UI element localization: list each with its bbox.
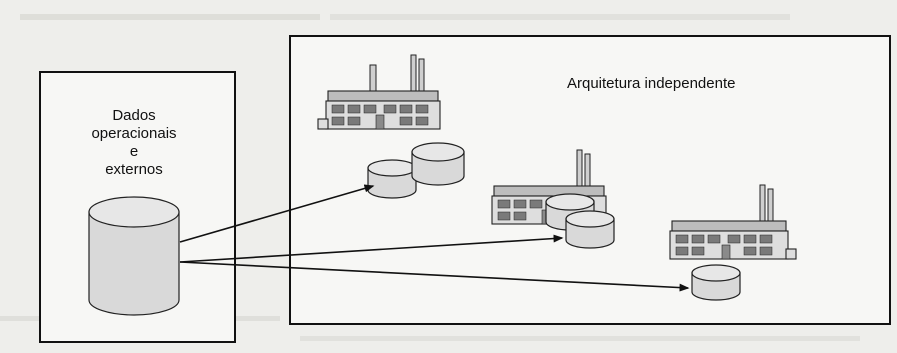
operational-database-icon — [89, 197, 179, 315]
source-label-line-3: e — [130, 143, 138, 160]
data-mart-2b-icon — [566, 211, 614, 248]
data-mart-1b-icon — [412, 143, 464, 185]
source-label-line-4: externos — [105, 161, 163, 178]
data-mart-3-icon — [692, 265, 740, 300]
data-mart-1a-icon — [368, 160, 416, 198]
source-label-line-2: operacionais — [91, 125, 176, 142]
source-label-line-1: Dados — [112, 107, 155, 124]
architecture-label: Arquitetura independente — [567, 75, 735, 92]
